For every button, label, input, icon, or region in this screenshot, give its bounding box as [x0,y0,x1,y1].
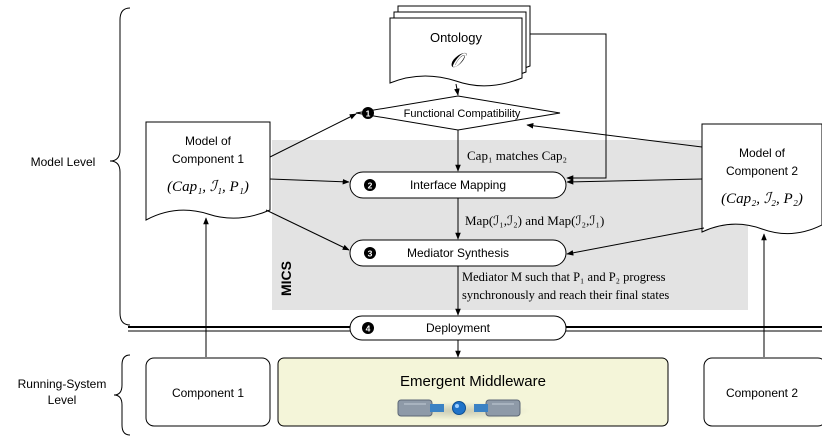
running-level-brace [113,354,131,436]
component-2-box [703,357,822,427]
model-component-2: Model of Component 2 (Cap₂, ℐ₂, P₂) [701,123,822,235]
step-1-number: 1 [366,109,371,119]
step-4-number: 4 [366,324,371,334]
middleware-box [277,357,669,427]
step-3-badge [364,247,376,259]
middleware-label: Emergent Middleware [400,373,546,390]
component-1-box [145,357,271,427]
arrow-model1-to-fc [269,113,357,158]
arrow-ontology-to-mapping [530,33,607,181]
arrow-model1-to-mapping [269,178,350,185]
model-level-label: Model Level [31,155,96,169]
step-4-badge [362,322,374,334]
arrow-model1-to-synthesis [265,209,350,251]
functional-compatibility-label: Functional Compatibility [404,108,521,120]
mediator-synthesis-label: Mediator Synthesis [407,246,509,260]
interface-mapping-label: Interface Mapping [410,178,506,192]
step-2-number: 2 [368,181,373,191]
map-annotation: Map(ℐ₁,ℐ₂) and Map(ℐ₂,ℐ₁) [465,213,604,228]
step-2-badge [364,179,376,191]
model-1-formula: (Cap₁, ℐ₁, P₁) [167,179,249,195]
running-level-label-line1: Running-System [18,377,107,391]
connector-plug-icon [390,399,530,420]
model-2-line2: Component 2 [726,164,798,178]
model-level-brace [109,7,131,326]
model-component-1: Model of Component 1 (Cap₁, ℐ₁, P₁) [145,121,271,221]
arrow-model2-to-fc [526,123,703,148]
ontology-title: Ontology [430,30,483,45]
model-2-formula: (Cap₂, ℐ₂, P₂) [721,191,803,207]
arrow-model2-to-synthesis [566,227,705,256]
step-3-number: 3 [368,249,373,259]
model-1-line1: Model of [185,134,232,148]
arrows [203,33,767,358]
running-level-label-line2: Level [48,393,77,407]
model-1-line2: Component 1 [172,152,244,166]
component-1-label: Component 1 [172,386,244,400]
mediator-annotation-line2: synchronously and reach their final stat… [462,288,669,302]
deployment-label: Deployment [426,321,491,335]
arrow-ontology-to-fc [454,83,460,96]
ontology-document: Ontology 𝒪 [389,5,531,87]
mics-panel [272,140,748,310]
model-2-line1: Model of [739,146,786,160]
cap-match-annotation: Cap₁ matches Cap₂ [467,148,567,163]
functional-compatibility-diamond [355,95,561,131]
component-2-label: Component 2 [726,386,798,400]
arrow-model2-to-mapping [566,178,703,185]
mics-label: MICS [278,261,294,296]
mediator-annotation-line1: Mediator M such that P₁ and P₂ progress [462,270,666,284]
step-1-badge [362,107,374,119]
